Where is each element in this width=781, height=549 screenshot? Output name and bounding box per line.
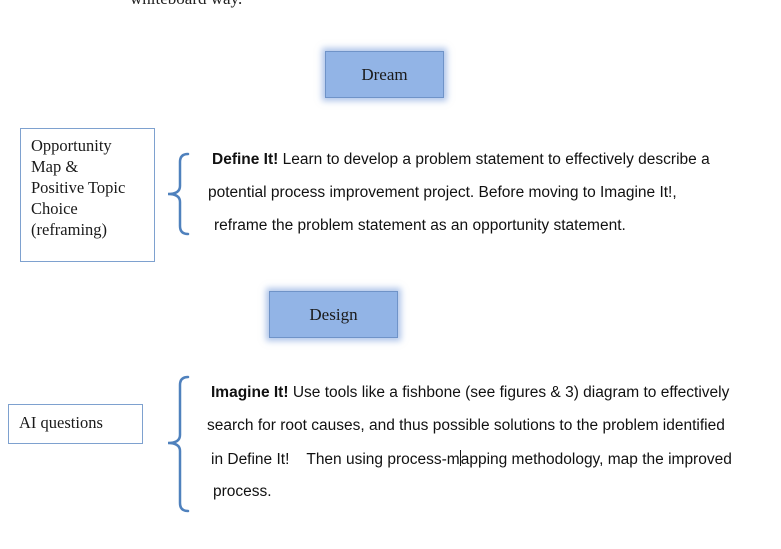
define-it-heading: Define It! — [212, 151, 279, 168]
text-cursor — [459, 450, 461, 466]
imagine-it-line-1: Imagine It! Use tools like a fishbone (s… — [211, 384, 730, 401]
ai-questions-label: AI questions — [19, 413, 103, 432]
define-it-line-3: reframe the problem statement as an oppo… — [214, 217, 626, 234]
opportunity-line-5: (reframing) — [31, 220, 108, 239]
clipped-top-text: whiteboard way. — [130, 0, 242, 9]
opportunity-line-1: Opportunity — [31, 136, 112, 155]
dream-stage-label: Dream — [361, 64, 408, 84]
left-curly-brace-icon — [167, 375, 190, 513]
opportunity-line-2: Map & — [31, 157, 79, 176]
imagine-it-heading: Imagine It! — [211, 384, 289, 401]
ai-questions-box: AI questions — [8, 404, 143, 444]
opportunity-line-4: Choice — [31, 199, 78, 218]
design-stage-label: Design — [309, 304, 358, 324]
imagine-it-line-4: process. — [213, 483, 272, 500]
opportunity-line-3: Positive Topic — [31, 178, 126, 197]
define-it-line-2: potential process improvement project. B… — [208, 184, 677, 201]
dream-stage-box: Dream — [325, 51, 444, 98]
imagine-it-line-2: search for root causes, and thus possibl… — [207, 417, 725, 434]
imagine-it-line-3: in Define It! Then using process-mapping… — [211, 450, 732, 468]
design-stage-box: Design — [269, 291, 398, 338]
left-curly-brace-icon — [167, 152, 190, 236]
define-it-line-1: Define It! Learn to develop a problem st… — [212, 151, 710, 168]
opportunity-map-box: Opportunity Map & Positive Topic Choice … — [20, 128, 155, 262]
